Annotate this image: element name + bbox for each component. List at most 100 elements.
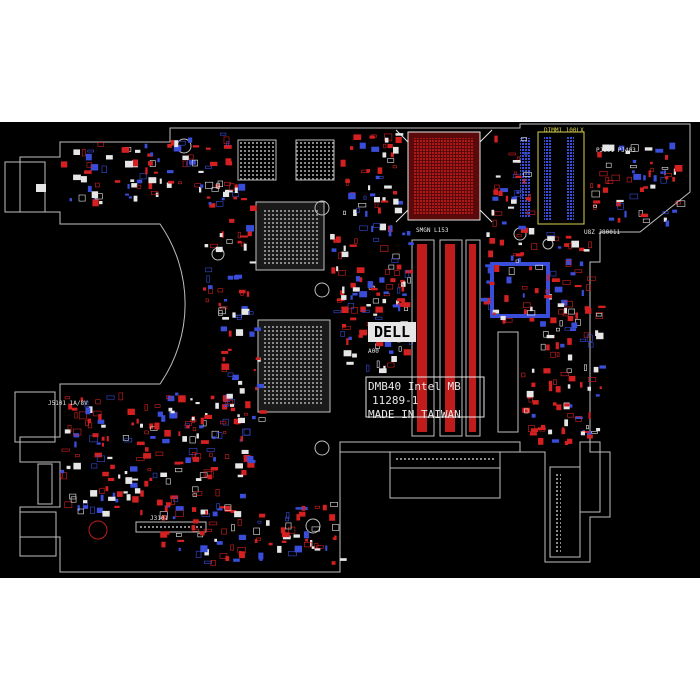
smd-pad	[401, 281, 406, 287]
smd-pad	[669, 142, 676, 150]
smd-pad	[221, 528, 227, 535]
smd-pad	[633, 173, 642, 180]
smd-pad	[293, 534, 300, 538]
smd-pad	[125, 160, 133, 168]
smd-pad	[562, 313, 569, 317]
smd-pad	[353, 209, 357, 216]
smd-pad	[286, 512, 290, 519]
smd-pad	[301, 506, 306, 511]
smd-pad	[514, 190, 523, 197]
smd-pad	[173, 145, 182, 152]
smd-pad	[182, 436, 187, 442]
smd-pad	[554, 286, 563, 293]
smd-pad	[182, 160, 187, 168]
smd-pad	[514, 171, 517, 175]
smd-pad	[90, 506, 95, 514]
smd-pad	[205, 267, 213, 273]
smd-pad	[241, 470, 247, 476]
smd-pad	[335, 236, 341, 243]
smd-pad	[547, 236, 555, 241]
smd-pad	[222, 395, 229, 402]
smd-pad	[178, 547, 181, 551]
smd-pad	[95, 182, 100, 188]
smd-pad	[168, 407, 173, 412]
smd-pad	[348, 336, 352, 340]
smd-pad	[216, 432, 223, 439]
smd-pad	[402, 293, 407, 296]
smd-pad	[408, 242, 414, 246]
smd-pad	[345, 179, 350, 183]
smd-pad	[356, 207, 360, 213]
smd-pad	[195, 478, 202, 481]
smd-pad	[400, 279, 404, 283]
smd-pad	[544, 294, 552, 299]
smd-pad	[277, 545, 282, 553]
smd-pad	[266, 520, 270, 526]
smd-pad	[325, 545, 328, 551]
smd-pad	[185, 457, 191, 463]
smd-pad	[336, 298, 342, 303]
smd-pad	[170, 410, 175, 414]
smd-pad	[506, 276, 512, 284]
smd-pad	[77, 505, 80, 511]
smd-pad	[122, 434, 129, 441]
smd-pad	[574, 285, 582, 288]
smd-pad	[205, 181, 214, 189]
smd-pad	[486, 232, 490, 237]
smd-pad	[238, 289, 246, 294]
smd-pad	[296, 514, 300, 521]
smd-pad	[147, 468, 152, 472]
smd-pad	[555, 342, 559, 350]
smd-pad	[135, 149, 141, 153]
smd-pad	[396, 264, 402, 270]
smd-pad	[75, 454, 80, 458]
smd-pad	[661, 166, 669, 170]
smd-pad	[203, 287, 207, 291]
smd-pad	[374, 197, 380, 203]
smd-pad	[193, 491, 203, 496]
smd-pad	[166, 182, 172, 188]
smd-pad	[330, 234, 335, 240]
smd-pad	[567, 354, 573, 361]
smd-pad	[176, 532, 182, 537]
smd-pad	[393, 198, 399, 205]
smd-pad	[233, 558, 240, 562]
smd-pad	[567, 438, 573, 444]
smd-pad	[221, 363, 230, 370]
smd-pad	[494, 211, 503, 216]
smd-pad	[493, 189, 498, 195]
smd-pad	[200, 545, 208, 553]
smd-pad	[210, 161, 218, 167]
smd-pad	[552, 402, 557, 406]
smd-pad	[564, 419, 568, 427]
smd-pad	[384, 269, 390, 275]
smd-pad	[237, 547, 246, 554]
smd-pad	[166, 502, 171, 507]
smd-pad	[567, 384, 571, 389]
smd-pad	[329, 514, 336, 521]
smd-pad	[175, 392, 179, 396]
smd-pad	[489, 238, 496, 244]
smd-pad	[567, 413, 574, 418]
smd-pad	[512, 160, 521, 163]
smd-pad	[311, 546, 315, 549]
smd-pad	[371, 146, 380, 152]
smd-pad	[155, 451, 164, 456]
smd-pad	[140, 423, 143, 428]
smd-pad	[73, 462, 81, 470]
smd-pad	[164, 506, 168, 512]
smd-pad	[162, 438, 170, 444]
smd-pad	[85, 153, 92, 161]
smd-pad	[131, 183, 138, 188]
smd-pad	[281, 540, 287, 543]
smd-pad	[598, 305, 606, 308]
smd-pad	[144, 430, 149, 435]
smd-pad	[488, 250, 493, 258]
smd-pad	[154, 422, 160, 430]
pcb-board-view: DELL A00 DMB40 Intel MB 11289-1 MADE IN …	[0, 122, 700, 578]
smd-pad	[359, 329, 367, 336]
smd-pad	[593, 200, 601, 204]
smd-pad	[172, 516, 176, 520]
smd-pad	[107, 456, 113, 460]
bottom-connectors	[135, 331, 601, 558]
